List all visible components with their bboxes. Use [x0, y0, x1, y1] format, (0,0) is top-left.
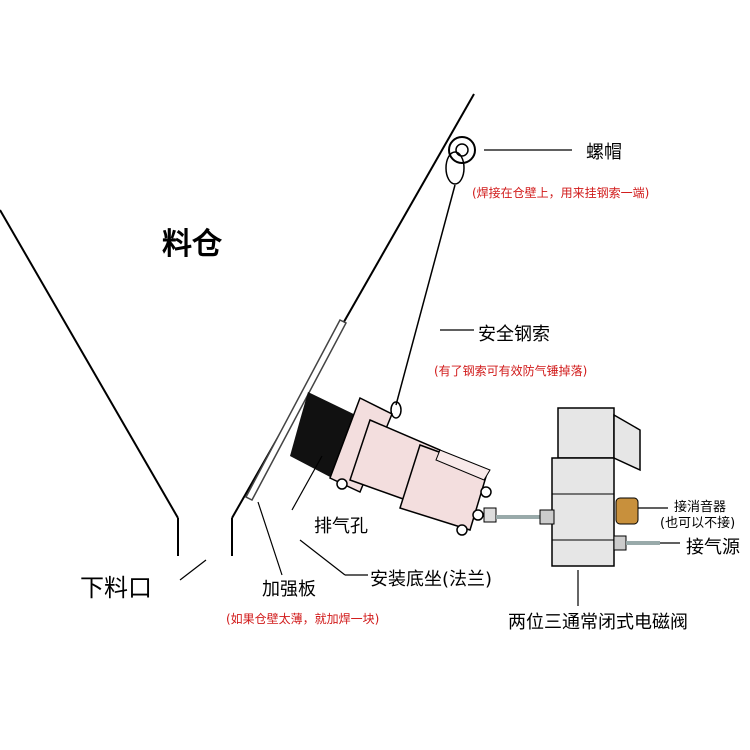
label-nut: 螺帽: [586, 142, 622, 163]
label-air-source: 接气源: [686, 537, 740, 558]
label-exhaust: 排气孔: [314, 516, 368, 537]
leader-exhaust: [291, 455, 323, 511]
cable-loop: [390, 401, 402, 419]
leader-base: [299, 539, 346, 576]
label-valve: 两位三通常闭式电磁阀: [508, 612, 688, 633]
label-outlet: 下料口: [80, 574, 152, 602]
label-bin: 料仓: [162, 227, 222, 262]
label-plate: 加强板: [262, 579, 316, 600]
note-nut: (焊接在仓壁上，用来挂钢索一端): [472, 186, 650, 200]
note-muffler: (也可以不接): [660, 516, 736, 531]
note-cable: (有了钢索可有效防气锤掉落): [434, 364, 588, 378]
bin-wall-left: [0, 209, 179, 519]
safety-cable: [395, 184, 456, 406]
leader-plate: [257, 501, 283, 576]
nut-icon: [445, 136, 476, 185]
hammer-fitting: [483, 507, 497, 523]
label-muffler: 接消音器: [674, 500, 727, 515]
label-cable: 安全钢索: [478, 324, 550, 345]
mounting-base: [290, 392, 366, 478]
muffler: [615, 497, 639, 525]
label-base: 安装底坐(法兰): [370, 569, 493, 590]
leader-outlet: [179, 559, 207, 581]
solenoid-valve: [539, 407, 641, 567]
note-plate: (如果仓壁太薄，就加焊一块): [226, 612, 380, 626]
air-hammer: [336, 418, 492, 536]
reinforcement-plate: [244, 319, 348, 501]
